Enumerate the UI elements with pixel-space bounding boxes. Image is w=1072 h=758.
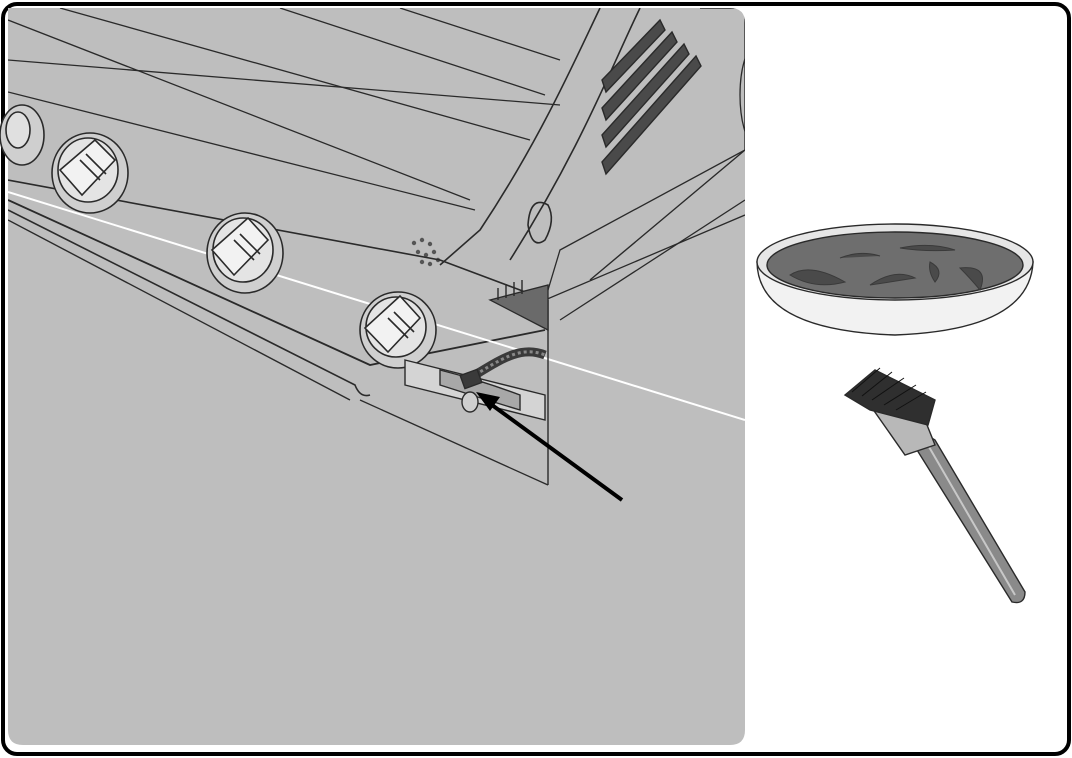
control-knob: [206, 212, 284, 294]
control-knob: [359, 291, 437, 369]
grill-panel: [8, 8, 745, 745]
soapy-water-dish: [756, 223, 1034, 336]
soap-bubbles: [789, 244, 983, 291]
lid-vents: [601, 18, 702, 176]
basting-brush: [843, 367, 1026, 604]
vent-dots: [411, 237, 441, 267]
hose-connection: [404, 347, 547, 421]
control-knob: [0, 104, 45, 166]
control-knob: [51, 132, 129, 214]
pointer-arrow: [476, 392, 624, 502]
